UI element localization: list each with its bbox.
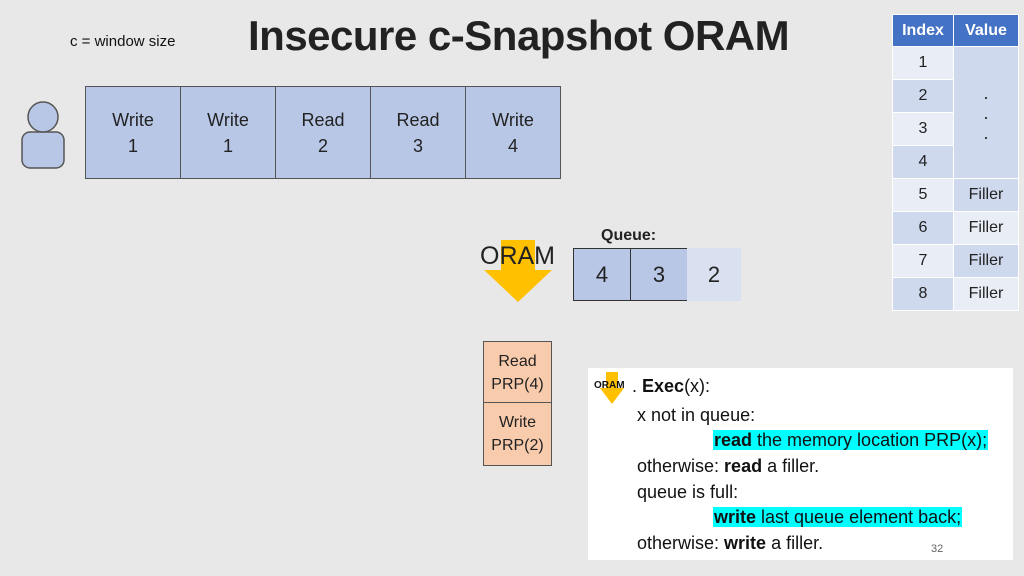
exec-keyword: Exec — [642, 376, 685, 396]
otherwise-text: otherwise: — [637, 456, 725, 476]
prp-read-box: Read PRP(4) — [483, 341, 552, 405]
filler-text: a filler. — [762, 456, 820, 476]
operation-box: Write 1 — [180, 86, 276, 179]
exec-args: (x): — [684, 376, 711, 396]
write-rest: last queue element back; — [756, 507, 962, 527]
exec-prefix: . — [632, 376, 643, 396]
read-line: read the memory location PRP(x); — [713, 430, 989, 451]
prp-write-box: Write PRP(2) — [483, 402, 552, 466]
read-highlight: read the memory location PRP(x); — [713, 430, 989, 450]
mini-oram-label: ORAM — [594, 380, 625, 391]
queue-label: Queue: — [601, 227, 657, 244]
memory-table: Index Value 1 . . . 2 3 4 5 Filler 6 Fil… — [892, 14, 1019, 311]
operation-box: Write 1 — [85, 86, 181, 179]
queue-item-pending: 2 — [687, 248, 741, 301]
operation-type: Read — [396, 109, 440, 130]
table-index: 6 — [892, 211, 954, 245]
otherwise-write-line: otherwise: write a filler. — [637, 533, 823, 554]
table-value: Filler — [953, 277, 1019, 311]
page-number: 32 — [931, 543, 944, 555]
user-icon — [21, 101, 65, 169]
oram-arrow-icon — [484, 240, 552, 302]
operation-box: Read 3 — [370, 86, 466, 179]
page-title: Insecure c-Snapshot ORAM — [248, 12, 790, 59]
operation-arg: 4 — [507, 135, 518, 156]
table-header-index: Index — [892, 14, 954, 47]
otherwise-text: otherwise: — [637, 533, 725, 553]
operation-arg: 3 — [412, 135, 423, 156]
operation-type: Write — [207, 109, 249, 130]
table-index: 8 — [892, 277, 954, 311]
table-index: 5 — [892, 178, 954, 212]
queue-item: 4 — [573, 248, 631, 301]
read-keyword: read — [714, 430, 753, 450]
operation-arg: 1 — [127, 135, 138, 156]
operation-box: Read 2 — [275, 86, 371, 179]
operation-arg: 1 — [222, 135, 233, 156]
operation-box: Write 4 — [465, 86, 561, 179]
operation-type: Read — [301, 109, 345, 130]
prp-op: Write — [498, 414, 537, 431]
table-index: 2 — [892, 79, 954, 113]
operation-sequence: Write 1 Write 1 Read 2 Read 3 Write 4 — [85, 86, 561, 179]
operation-arg: 2 — [317, 135, 328, 156]
table-header-value: Value — [953, 14, 1019, 47]
queue: 4 3 2 — [573, 248, 741, 301]
read-rest: the memory location PRP(x); — [752, 430, 988, 450]
table-value: Filler — [953, 244, 1019, 278]
queue-full-line: queue is full: — [637, 482, 739, 502]
table-index: 3 — [892, 112, 954, 146]
prp-arg: PRP(2) — [491, 437, 544, 454]
read-keyword: read — [724, 456, 763, 476]
write-line: write last queue element back; — [713, 507, 963, 528]
write-keyword: write — [714, 507, 757, 527]
window-size-note: c = window size — [70, 33, 176, 50]
filler-text: a filler. — [766, 533, 824, 553]
prp-arg: PRP(4) — [491, 376, 544, 393]
write-keyword: write — [724, 533, 767, 553]
table-value: Filler — [953, 178, 1019, 212]
exec-line: . Exec(x): — [632, 376, 710, 397]
table-index: 1 — [892, 46, 954, 80]
operation-type: Write — [492, 109, 534, 130]
prp-op: Read — [498, 353, 537, 370]
dots-text: . . . — [983, 82, 989, 143]
operation-type: Write — [112, 109, 154, 130]
table-value: Filler — [953, 211, 1019, 245]
not-in-queue-line: x not in queue: — [637, 405, 756, 425]
mini-oram-arrow-icon — [600, 372, 624, 404]
oram-label: ORAM — [480, 242, 555, 270]
table-index: 7 — [892, 244, 954, 278]
write-highlight: write last queue element back; — [713, 507, 963, 527]
queue-item: 3 — [630, 248, 688, 301]
exec-panel — [588, 368, 1013, 560]
table-value-dots: . . . — [953, 46, 1019, 179]
table-index: 4 — [892, 145, 954, 179]
otherwise-read-line: otherwise: read a filler. — [637, 456, 819, 477]
